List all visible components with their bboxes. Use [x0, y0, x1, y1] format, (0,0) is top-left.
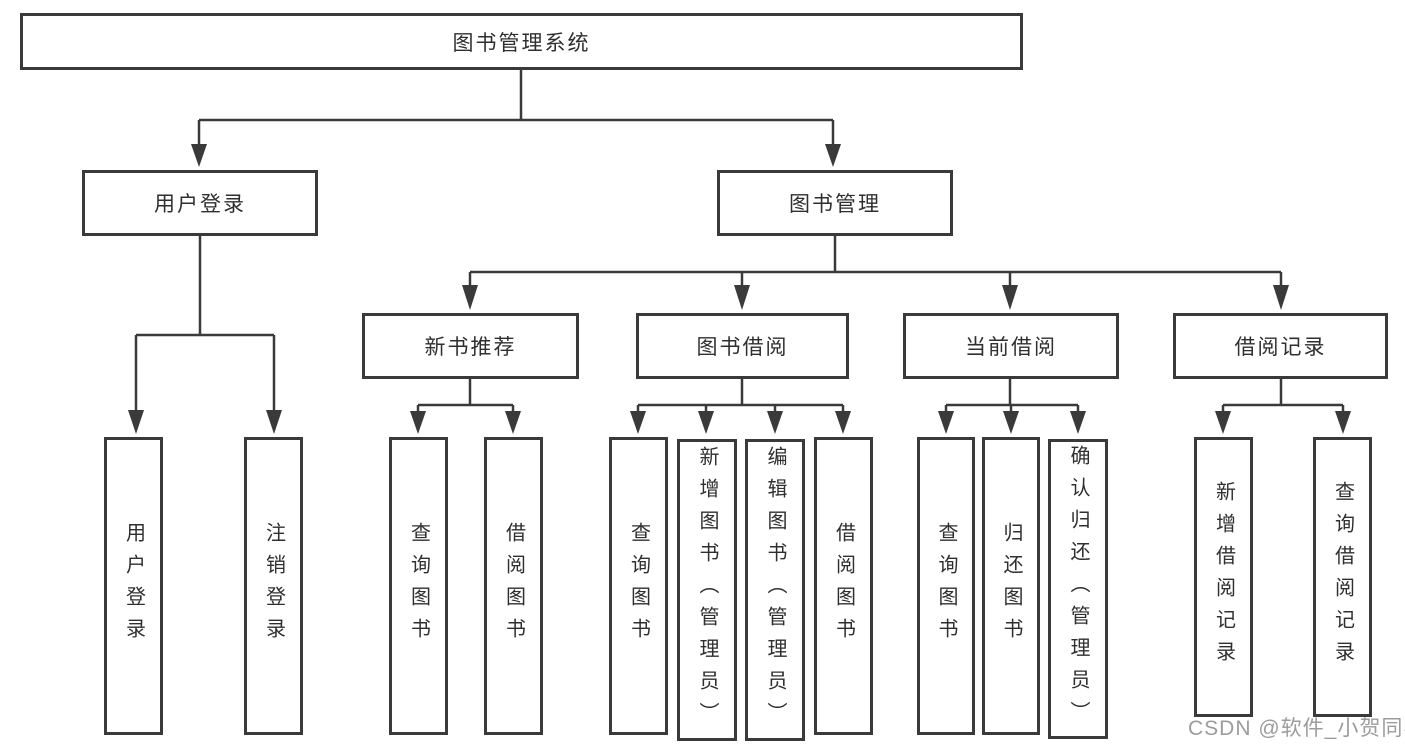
arrowhead [1335, 411, 1351, 434]
node-label: 编辑图书（管理员） [764, 446, 786, 734]
node-new-book-recommend: 新书推荐 [362, 313, 579, 379]
leaf-borrow-query-books: 查询图书 [609, 437, 668, 735]
node-label: 归还图书 [1000, 522, 1022, 650]
connector-borrowrecords-to-children [1221, 379, 1345, 413]
node-label: 借阅记录 [1234, 336, 1327, 359]
arrowhead [410, 411, 426, 434]
leaf-current-query-books: 查询图书 [917, 437, 975, 735]
node-label: 图书管理 [789, 193, 881, 216]
leaf-borrow-edit-books-admin: 编辑图书（管理员） [745, 439, 805, 741]
leaf-borrow-add-books-admin: 新增图书（管理员） [677, 439, 737, 741]
node-book-management: 图书管理 [717, 170, 953, 236]
leaf-records-query-borrow-record: 查询借阅记录 [1313, 437, 1372, 717]
connector-userlogin-to-children [134, 236, 276, 412]
node-label: 查询图书 [627, 522, 650, 650]
leaf-user-login: 用户登录 [104, 437, 163, 735]
arrowhead [1070, 411, 1086, 434]
node-user-login: 用户登录 [82, 170, 318, 236]
node-label: 图书管理系统 [452, 31, 591, 55]
arrowhead [698, 411, 714, 434]
node-current-borrowing: 当前借阅 [903, 313, 1119, 379]
node-library-management-system: 图书管理系统 [20, 13, 1023, 70]
node-label: 查询图书 [407, 522, 430, 650]
arrowhead [1273, 285, 1289, 310]
connector-bookmgmt-to-level3 [468, 236, 1283, 287]
leaf-records-add-borrow-record: 新增借阅记录 [1194, 437, 1253, 717]
arrowhead [835, 411, 851, 434]
arrowhead [266, 410, 282, 434]
node-label: 查询借阅记录 [1331, 481, 1354, 673]
arrowhead [767, 411, 783, 434]
node-label: 当前借阅 [965, 336, 1057, 359]
leaf-current-confirm-return-admin: 确认归还（管理员） [1048, 439, 1108, 739]
connector-newbook-to-children [416, 379, 515, 413]
arrowhead [825, 144, 841, 167]
node-label: 用户登录 [122, 522, 145, 650]
connector-bookborrow-to-children [636, 379, 845, 413]
arrowhead [128, 410, 144, 434]
arrowhead [938, 411, 954, 434]
connector-currentborrow-to-children [944, 379, 1080, 413]
node-label: 图书借阅 [696, 336, 789, 359]
connector-root-to-level2 [197, 70, 835, 146]
node-book-borrowing: 图书借阅 [636, 313, 849, 379]
arrowhead [462, 285, 478, 310]
node-label: 确认归还（管理员） [1067, 445, 1089, 733]
arrowhead [630, 411, 646, 434]
node-label: 用户登录 [154, 193, 246, 216]
node-label: 新书推荐 [424, 336, 517, 359]
node-label: 新增借阅记录 [1212, 481, 1235, 673]
leaf-newbook-borrow-books: 借阅图书 [484, 437, 543, 735]
csdn-watermark: CSDN @软件_小贺同学 [1188, 717, 1405, 740]
leaf-borrow-borrow-books: 借阅图书 [814, 437, 873, 735]
node-label: 新增图书（管理员） [696, 446, 718, 734]
node-label: 借阅图书 [832, 522, 855, 650]
arrowhead [505, 411, 521, 434]
node-label: 查询图书 [935, 522, 957, 650]
node-borrowing-records: 借阅记录 [1173, 313, 1388, 379]
leaf-logout: 注销登录 [244, 437, 303, 735]
arrowhead [1215, 411, 1231, 434]
arrowhead [191, 144, 207, 167]
leaf-current-return-books: 归还图书 [982, 437, 1040, 735]
arrowhead [1002, 285, 1018, 310]
leaf-newbook-query-books: 查询图书 [389, 437, 448, 735]
arrowhead [734, 285, 750, 310]
node-label: 借阅图书 [502, 522, 525, 650]
arrowheads [128, 144, 1351, 434]
arrowhead [1003, 411, 1019, 434]
node-label: 注销登录 [262, 522, 285, 650]
